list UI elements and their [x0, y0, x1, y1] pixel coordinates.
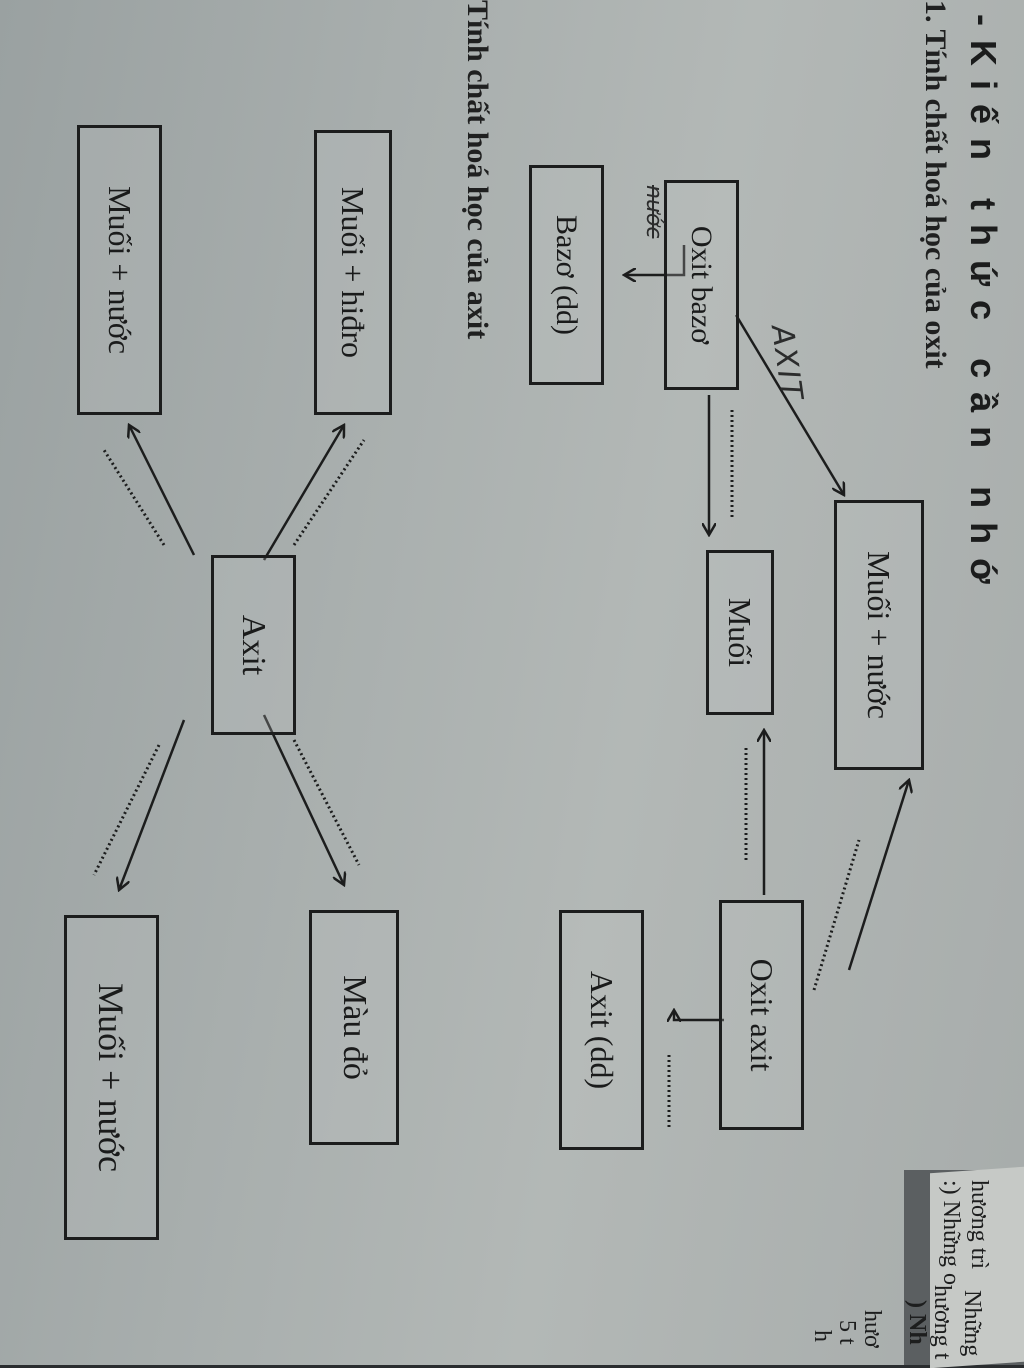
box-muoi-nuoc-left: Muối + nước	[77, 125, 162, 415]
box-muoi: Muối	[706, 550, 774, 715]
box-oxit-bazo: Oxit bazơ	[664, 180, 739, 390]
adjacent-page-text: :) Những o hương trì	[930, 1180, 1024, 1365]
acid-section-title: Tính chất hoá học của axit	[461, 0, 494, 340]
dots-oxitaxit-muoinuoc	[812, 839, 861, 991]
arrow-axit-to-maudo	[262, 714, 344, 885]
dots-axit-muoinuoc-left	[102, 449, 166, 546]
box-oxit-axit: Oxit axit	[719, 900, 804, 1130]
arrow-oxitbazo-to-bazo	[624, 245, 686, 275]
box-mau-do: Màu đỏ	[309, 910, 399, 1145]
arrow-axit-to-muoihidro	[262, 425, 344, 561]
box-muoi-hidro: Muối + hiđro	[314, 130, 392, 415]
arrow-oxitbazo-to-muoinuoc	[734, 314, 844, 495]
side-line-1: :) Những o	[938, 1180, 964, 1285]
box-bazo-dd: Bazơ (dd)	[529, 165, 604, 385]
side-line-2: hương trì	[966, 1180, 992, 1270]
dots-axit-maudo	[292, 739, 361, 866]
box-axit: Axit	[211, 555, 296, 735]
box-muoi-nuoc-top: Muối + nước	[834, 500, 924, 770]
handwritten-nuoc: nước	[641, 185, 666, 239]
arrow-axit-to-muoinuoc-left	[129, 425, 196, 556]
arrow-axit-to-muoinuoc-right	[119, 719, 186, 890]
dots-axit-muoinuoc-right	[92, 744, 161, 876]
arrow-oxitaxit-to-muoinuoc	[847, 780, 909, 971]
dots-axit-muoihidro	[292, 439, 366, 546]
box-axit-dd: Axit (dd)	[559, 910, 644, 1150]
box-muoi-nuoc-right: Muối + nước	[64, 915, 159, 1240]
arrow-oxitaxit-to-axitdd	[674, 1010, 724, 1020]
